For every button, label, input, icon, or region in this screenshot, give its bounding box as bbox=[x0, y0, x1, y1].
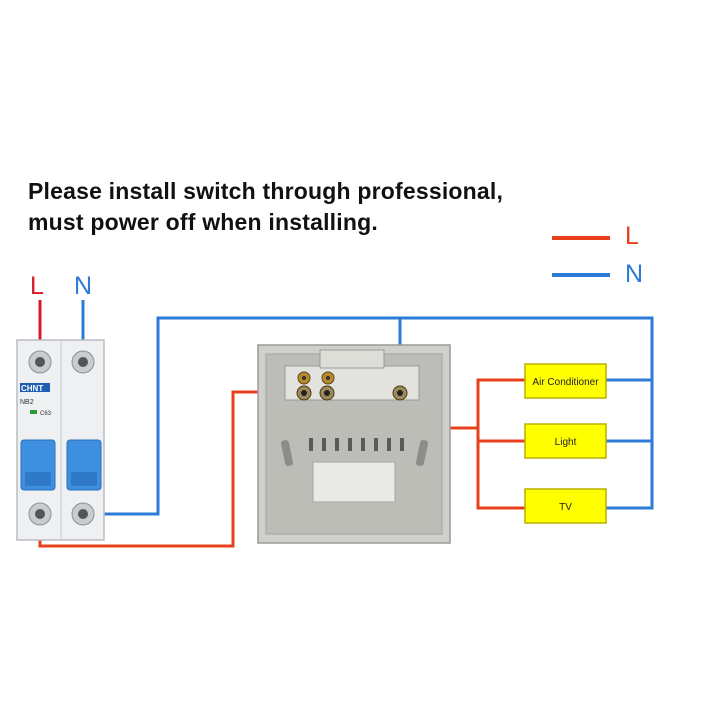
breaker-brand: CHNT bbox=[21, 384, 43, 393]
load-air-conditioner-label: Air Conditioner bbox=[532, 377, 599, 388]
install-warning-line2: must power off when installing. bbox=[28, 209, 378, 235]
legend-live-label: L bbox=[625, 222, 639, 250]
load-tv: TV bbox=[524, 488, 607, 524]
live-load-bus bbox=[476, 378, 525, 510]
breaker-neutral-label: N bbox=[74, 272, 93, 300]
install-warning: Please install switch through profession… bbox=[28, 176, 503, 238]
legend-neutral-label: N bbox=[625, 260, 644, 288]
breaker-model: NB2 bbox=[20, 399, 34, 406]
wall-switch bbox=[257, 344, 451, 544]
install-warning-line1: Please install switch through profession… bbox=[28, 178, 504, 204]
neutral-main-wire bbox=[84, 316, 654, 516]
breaker-live-label: L bbox=[30, 272, 44, 300]
load-light: Light bbox=[524, 423, 607, 459]
breaker-rating: C63 bbox=[40, 411, 52, 417]
circuit-breaker: CHNT NB2 C63 bbox=[16, 339, 105, 541]
load-air-conditioner: Air Conditioner bbox=[524, 363, 607, 399]
load-tv-label: TV bbox=[559, 502, 572, 513]
load-light-label: Light bbox=[555, 437, 577, 448]
